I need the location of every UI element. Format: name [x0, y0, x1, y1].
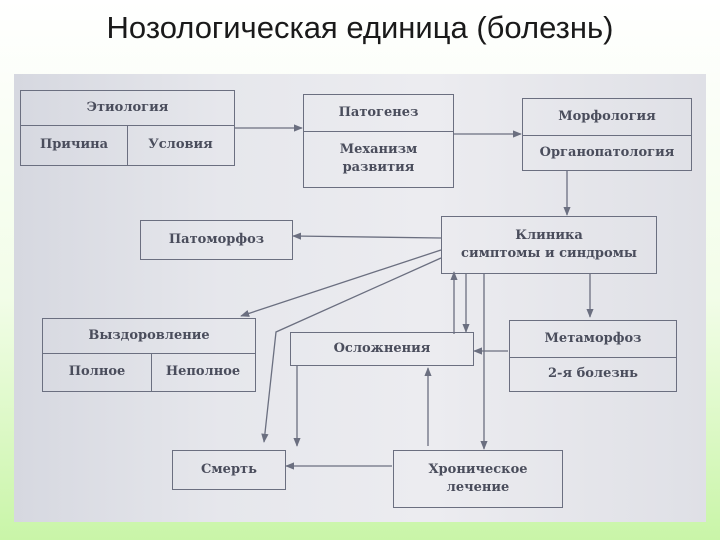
death-box: Смерть — [172, 450, 286, 490]
chronic-line2: лечение — [446, 480, 510, 495]
pathogenesis-mechanism-line2: развития — [342, 160, 415, 175]
metamorphosis-second-disease: 2-я болезнь — [548, 366, 638, 382]
clinic-label: Клиника симптомы и синдромы — [442, 217, 656, 273]
arrow-clinic-death — [261, 257, 442, 443]
clinic-line1: Клиника — [515, 228, 583, 244]
pathogenesis-mechanism: Механизм развития — [304, 131, 453, 187]
recovery-incomplete: Неполное — [165, 364, 241, 380]
pathomorphosis-box: Патоморфоз — [140, 220, 293, 260]
recovery-label: Выздоровление — [88, 328, 210, 344]
connector-lines — [235, 124, 594, 470]
complications-box: Осложнения — [290, 332, 474, 366]
arrow-clinic-pathomorphosis — [292, 232, 442, 240]
chronic-box: Хроническое лечение — [393, 450, 563, 508]
pathogenesis-mechanism-line1: Механизм — [339, 142, 418, 158]
metamorphosis-box: Метаморфоз 2-я болезнь — [509, 320, 677, 392]
metamorphosis-label: Метаморфоз — [544, 331, 642, 347]
chronic-label: Хроническое лечение — [394, 451, 562, 507]
slide-title: Нозологическая единица (болезнь) — [106, 10, 614, 45]
pathomorphosis-label: Патоморфоз — [168, 232, 265, 248]
clinic-line2: симптомы и синдромы — [461, 246, 637, 261]
complications-label: Осложнения — [333, 341, 431, 357]
recovery-box: Выздоровление Полное Неполное — [42, 318, 256, 392]
pathogenesis-label: Патогенез — [338, 105, 419, 121]
etiology-conditions: Условия — [148, 137, 213, 153]
morphology-box: Морфология Органопатология — [522, 98, 692, 171]
clinic-box: Клиника симптомы и синдромы — [441, 216, 657, 274]
diagram-photo: Этиология Причина Условия Патогенез Меха… — [14, 74, 706, 522]
pathogenesis-box: Патогенез Механизм развития — [303, 94, 454, 188]
arrow-clinic-recovery — [240, 249, 442, 317]
morphology-organopathology: Органопатология — [539, 144, 675, 160]
death-label: Смерть — [201, 462, 257, 478]
etiology-label: Этиология — [86, 100, 169, 116]
etiology-cause: Причина — [39, 137, 109, 153]
recovery-full: Полное — [68, 364, 126, 380]
morphology-label: Морфология — [558, 109, 656, 125]
etiology-box: Этиология Причина Условия — [20, 90, 235, 166]
chronic-line1: Хроническое — [428, 462, 528, 478]
